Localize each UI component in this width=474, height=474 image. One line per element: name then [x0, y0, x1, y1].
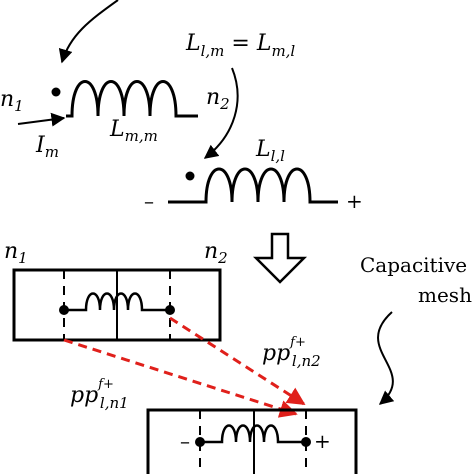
pp-label-n2: ppf+l,n2 [262, 335, 321, 370]
capacitive-mesh-caption-line2: mesh [418, 283, 472, 307]
mesh-cell-right [146, 408, 358, 474]
mesh-cell-left-node-b [165, 305, 175, 315]
bottom-minus-sign: – [180, 429, 190, 453]
transform-down-arrow [252, 232, 308, 284]
self-inductance-mm-label: Lm,m [109, 117, 158, 145]
polarity-dot-l [185, 171, 195, 181]
mesh-cell-left-inductor [64, 292, 170, 312]
current-arrow [17, 112, 66, 127]
mutual-inductance-equation: Ll,m = Lm,l [185, 31, 295, 60]
top-plus-sign: + [346, 189, 363, 213]
caption-pointer-arrow [377, 311, 395, 405]
projection-arrow-n2 [169, 316, 306, 406]
mesh-cell-left-node-a [59, 305, 69, 315]
node-n1-top: n1 [0, 87, 24, 115]
capacitive-mesh-caption-line1: Capacitive [360, 253, 467, 277]
bottom-plus-sign: + [314, 429, 331, 453]
top-minus-sign: – [144, 189, 154, 213]
inductor-l-coil [168, 167, 338, 204]
mutual-coupling-arrow-right [203, 67, 239, 159]
mesh-cell-right-inductor [200, 424, 306, 444]
mesh-cell-right-node-b [301, 437, 311, 447]
polarity-dot-m [51, 87, 61, 97]
node-n2-bottom: n2 [204, 239, 228, 267]
node-n1-bottom: n1 [4, 239, 28, 267]
projection-arrow-n1 [63, 338, 298, 418]
mutual-coupling-arrow-left [58, 0, 119, 64]
pp-label-n1: ppf+l,n1 [70, 377, 129, 412]
current-label: Im [35, 133, 59, 161]
inductor-m-coil [66, 80, 198, 118]
self-inductance-ll-label: Ll,l [255, 137, 285, 165]
mesh-cell-right-node-a [195, 437, 205, 447]
node-n2-top: n2 [206, 85, 230, 113]
